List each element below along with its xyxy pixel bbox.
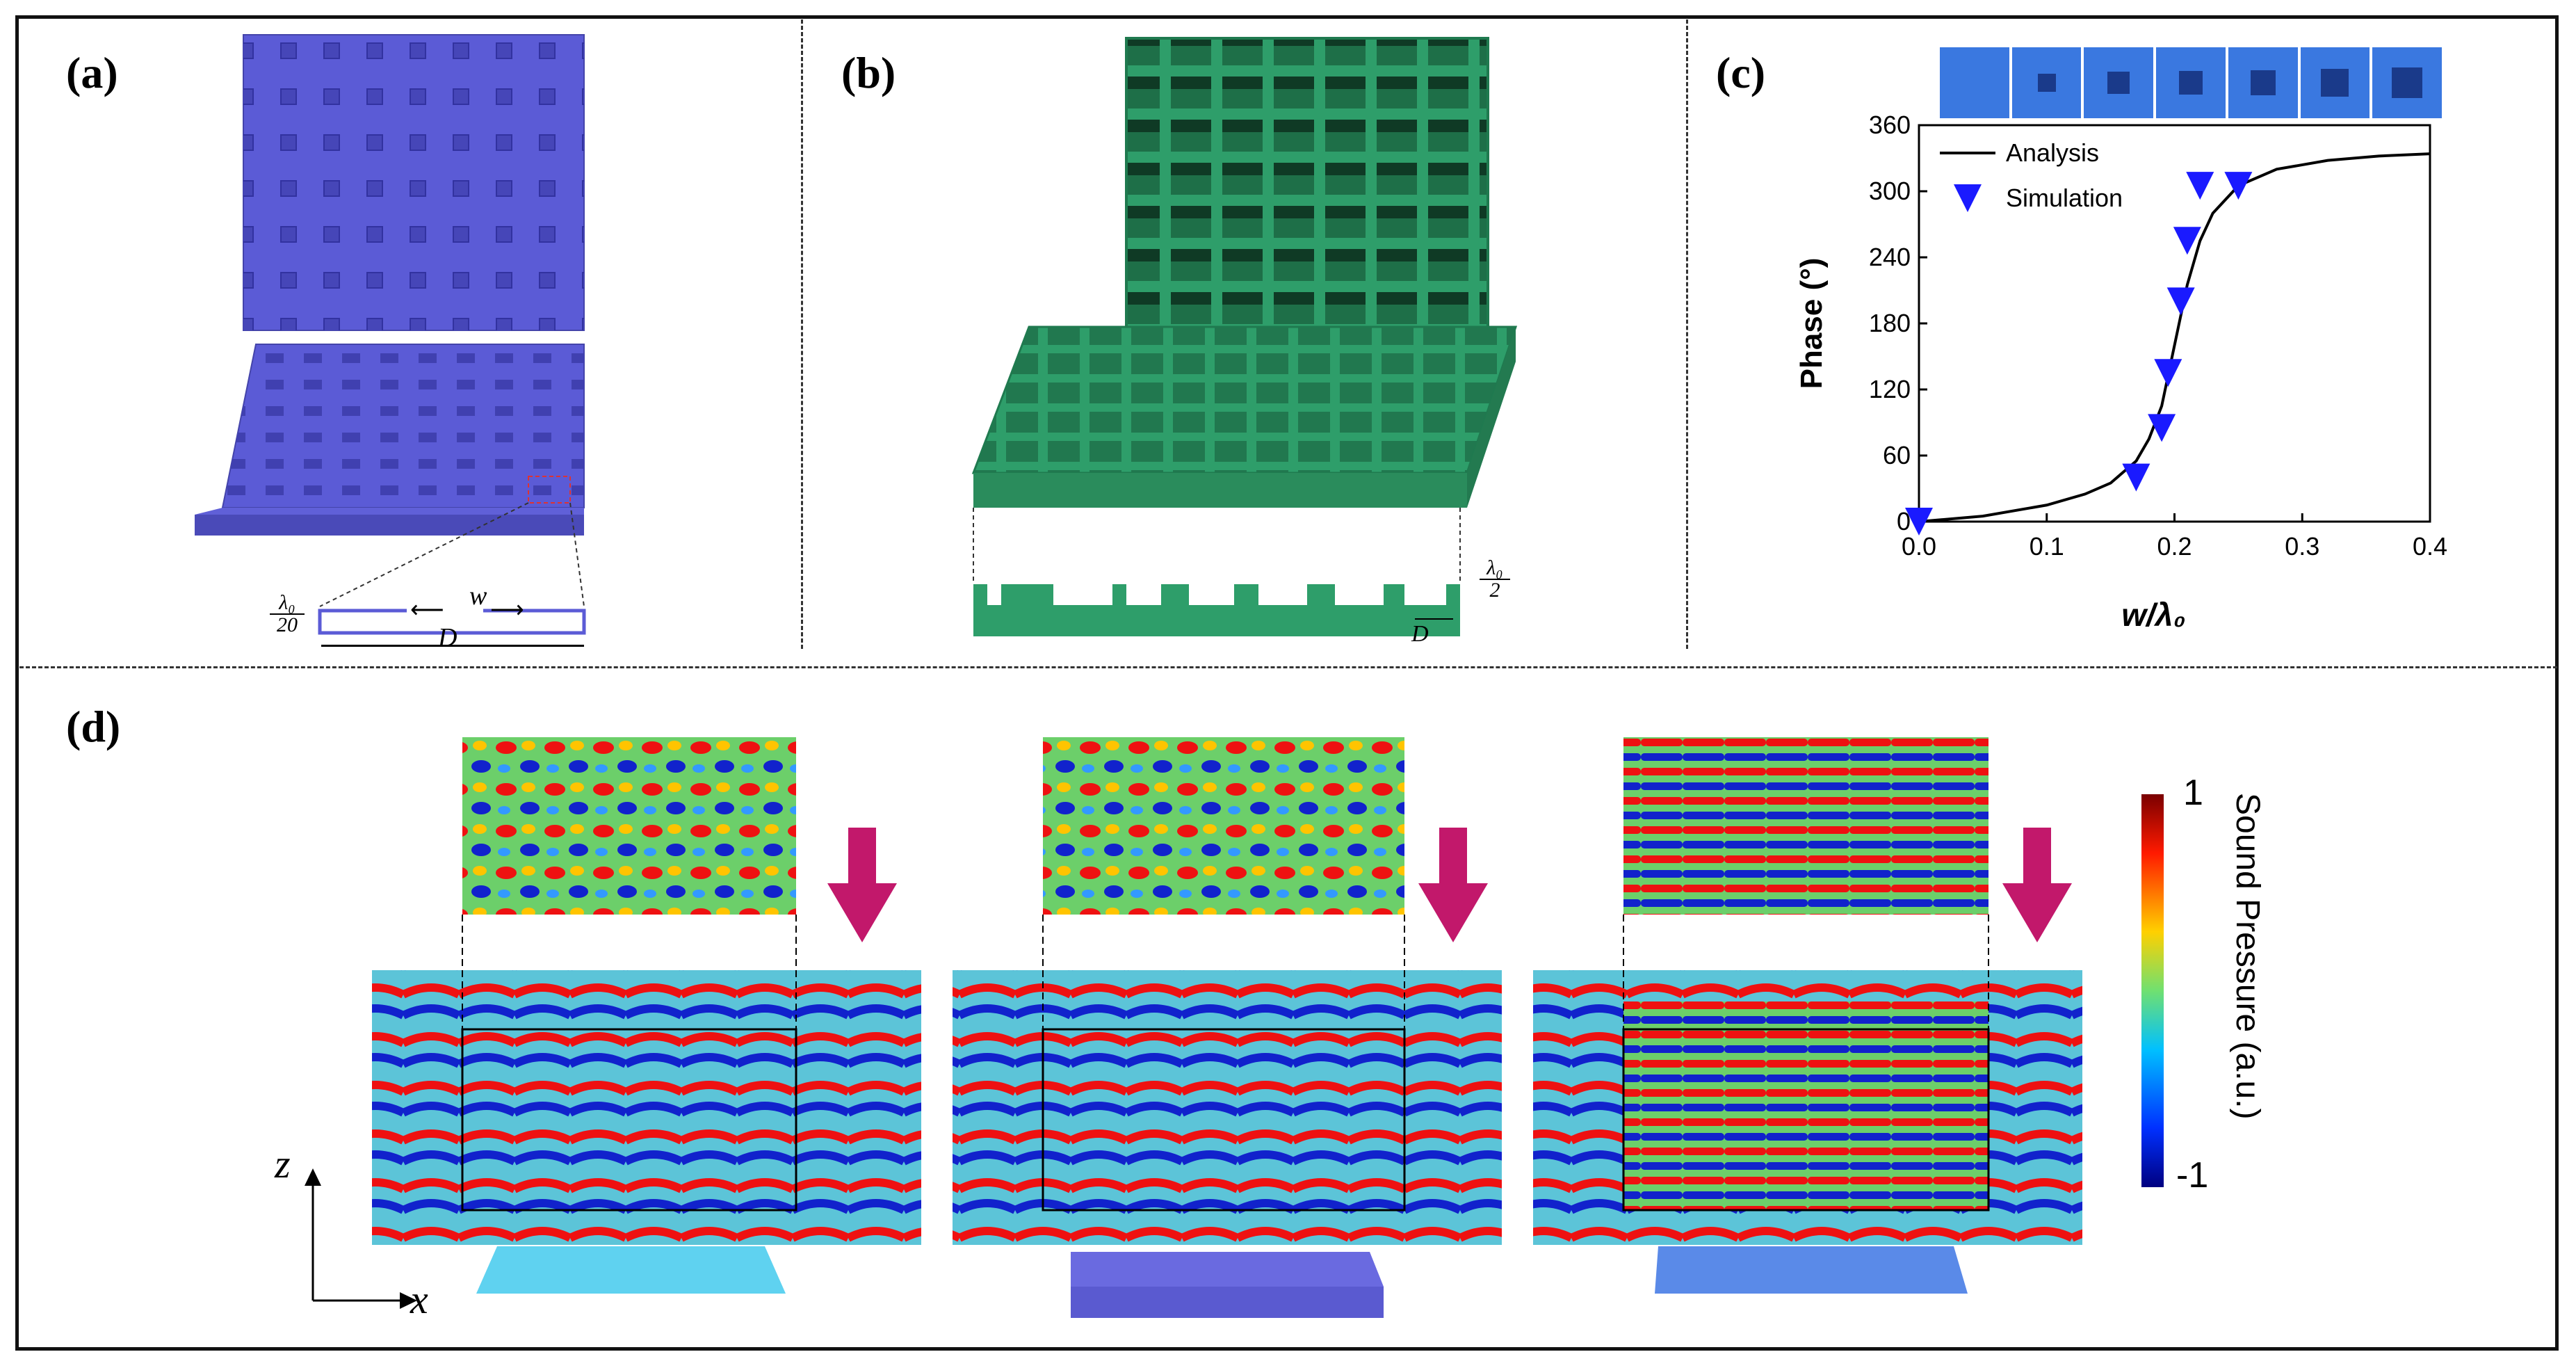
analysis-line (1918, 152, 2431, 523)
unit-cell-hole (2179, 71, 2203, 95)
x-tick-label: 0.1 (2030, 532, 2064, 561)
simulation-marker (1905, 508, 1933, 536)
unit-cell-6 (2300, 47, 2370, 118)
simulation-marker (2154, 359, 2182, 387)
metasurface-1 (476, 1246, 786, 1294)
unit-cell-strip (1940, 47, 2443, 118)
unit-cell-7 (2372, 47, 2443, 118)
dim-D-label: D (438, 623, 457, 652)
y-tick-label: 120 (1869, 375, 1911, 403)
dim-D-label-b: D (1411, 621, 1429, 647)
x-axis-label: w/λ₀ (2121, 597, 2185, 633)
axis-z-label: z (275, 1141, 291, 1186)
y-tick-label: 180 (1869, 309, 1911, 337)
y-tick-label: 300 (1869, 177, 1911, 205)
dim-w-arrow-right: ⟶ (490, 597, 524, 623)
metasurface-3 (1655, 1246, 1968, 1294)
unit-cell-3 (2084, 47, 2154, 118)
simulation-marker (2173, 227, 2201, 255)
panel-label-a: (a) (66, 48, 118, 97)
divider-top-bottom (19, 666, 2557, 668)
grid-b-perspective (971, 325, 1518, 474)
panel-d-fields (372, 737, 2082, 1318)
x-tick-label: 0.0 (1902, 532, 1936, 561)
x-tick-label: 0.4 (2413, 532, 2447, 561)
y-axis-label: Phase (°) (1795, 258, 1829, 389)
axes-indicator (305, 1168, 417, 1309)
panel-a-illustration (195, 34, 586, 635)
dim-w-arrow-left: ⟵ (410, 597, 444, 623)
dim-lambda-a: λ₀ 20 (270, 593, 305, 636)
dim-D-arrow (321, 645, 584, 647)
metasurface-2 (1071, 1252, 1384, 1287)
unit-cell-cross-section (318, 608, 586, 635)
simulation-marker (2224, 172, 2253, 200)
field-top-3 (1623, 737, 1988, 915)
field-bottom-2 (953, 970, 1502, 1245)
dim-w-label: w (469, 581, 487, 611)
arrow-3 (2002, 828, 2072, 942)
colorbar-max: 1 (2183, 773, 2203, 813)
simulation-marker (2186, 172, 2214, 200)
grid-b-cross-section (973, 584, 1460, 636)
y-tick-label: 240 (1869, 243, 1911, 271)
simulation-marker (2166, 287, 2195, 316)
field-top-1 (462, 737, 796, 915)
panel-label-c: (c) (1716, 48, 1766, 97)
unit-cell-1 (1940, 47, 2009, 118)
unit-cell-hole (2250, 70, 2276, 95)
legend-analysis-label: Analysis (2006, 138, 2099, 167)
legend-simulation-label: Simulation (2006, 184, 2123, 212)
figure-frame (15, 15, 2559, 1351)
grid-b-top-view (1125, 37, 1489, 339)
y-tick-label: 60 (1883, 441, 1911, 469)
dim-lambda-b: λ₀ 2 (1480, 558, 1510, 601)
field-bottom-1 (372, 970, 921, 1245)
unit-cell-hole (2392, 67, 2423, 98)
unit-cell-5 (2228, 47, 2298, 118)
y-tick-label: 360 (1869, 111, 1911, 139)
x-tick-label: 0.2 (2157, 532, 2192, 561)
field-top-2 (1043, 737, 1404, 915)
simulation-marker (2122, 463, 2150, 492)
legend-simulation-swatch (1954, 184, 1982, 212)
colorbar-min: -1 (2176, 1155, 2209, 1196)
divider-ab (801, 19, 803, 649)
axis-x-label: x (410, 1277, 428, 1322)
panel-label-d: (d) (66, 702, 121, 751)
divider-bc (1686, 19, 1688, 649)
plot-area (1918, 124, 2431, 523)
unit-cell-2 (2011, 47, 2082, 118)
panel-label-b: (b) (841, 48, 896, 97)
y-tick-label: 0 (1897, 507, 1911, 536)
x-tick-label: 0.3 (2285, 532, 2319, 561)
unit-cell-hole (2037, 74, 2056, 92)
unit-cell-4 (2156, 47, 2226, 118)
simulation-marker (2148, 414, 2176, 442)
arrow-1 (827, 828, 897, 942)
unit-cell-hole (2321, 69, 2349, 97)
zoom-box (528, 476, 571, 504)
panel-b-illustration (971, 37, 1518, 636)
arrow-2 (1418, 828, 1488, 942)
phase-chart: 0 60 120 180 240 300 360 0.0 0.1 0.2 0.3 0.4 w/λ₀ Pha… (1795, 111, 2447, 633)
colorbar-label: Sound Pressure (a.u.) (2229, 793, 2266, 1120)
unit-cell-hole (2107, 72, 2130, 94)
colorbar (2141, 794, 2164, 1187)
